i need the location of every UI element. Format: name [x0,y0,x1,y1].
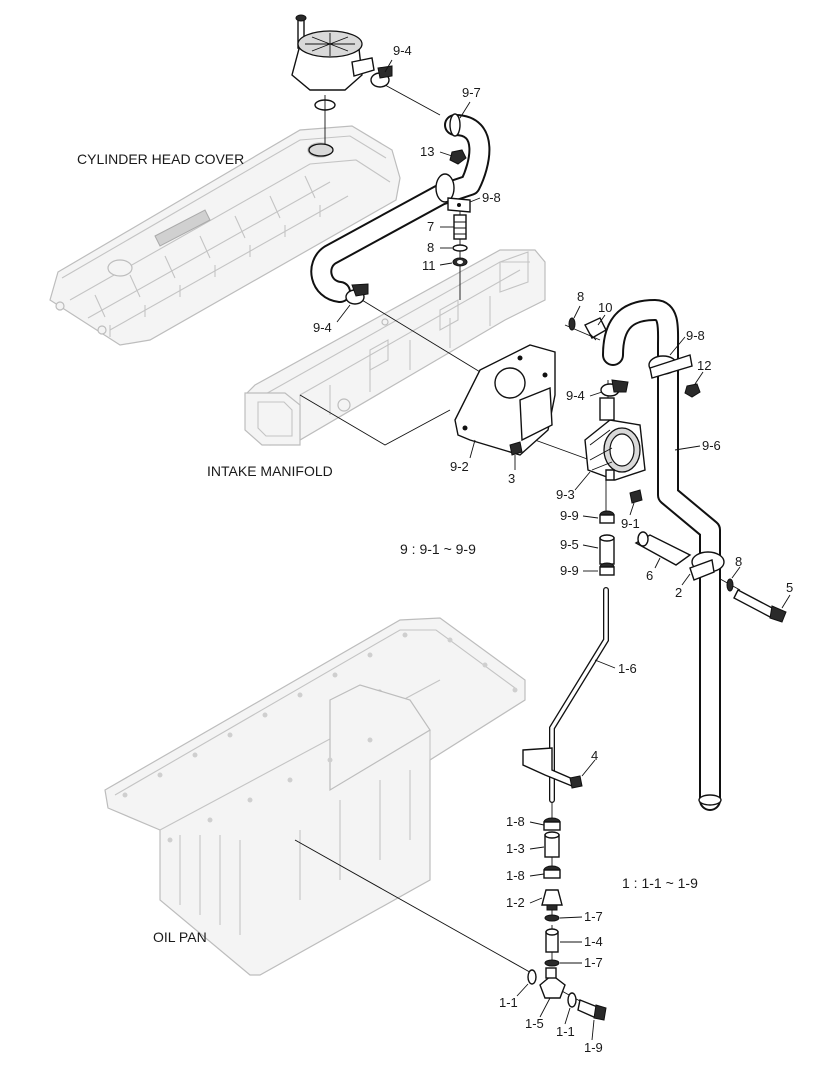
callout-1-1-left: 1-1 [499,995,518,1010]
callout-8-mid: 8 [577,289,584,304]
washer-8-upper [452,244,468,252]
callout-8-lower: 8 [735,554,742,569]
callout-9-1: 9-1 [621,516,640,531]
hose-9-5 [599,534,615,565]
callout-9-4-left: 9-4 [313,320,332,335]
callout-3: 3 [508,471,515,486]
callout-6: 6 [646,568,653,583]
clamp-1-7-upper [544,914,560,922]
hose-1-8-lower [543,865,561,879]
callout-9-6: 9-6 [702,438,721,453]
hose-clamp-9-4-left [345,283,369,305]
callout-1-3: 1-3 [506,841,525,856]
hose-bracket-9-8-upper [435,173,471,213]
hose-9-6 [602,299,722,811]
callout-1-2: 1-2 [506,895,525,910]
callout-9-5: 9-5 [560,537,579,552]
callout-9-8-right: 9-8 [686,328,705,343]
callout-1-4: 1-4 [584,934,603,949]
callout-8-upper: 8 [427,240,434,255]
plug-bolt-1-9 [577,999,607,1021]
callout-9-7: 9-7 [462,85,481,100]
gasket-1-1-right [567,992,577,1008]
callout-7: 7 [427,219,434,234]
fitting-10 [584,317,607,341]
washer-8-mid [568,317,576,331]
callout-1-6: 1-6 [618,661,637,676]
spacer-rod-6 [634,531,692,566]
callout-9-4-mid: 9-4 [566,388,585,403]
spacer-7 [453,214,467,240]
label-oil-pan: OIL PAN [153,929,207,945]
hose-9-7 [310,113,491,303]
callout-1-7-lower: 1-7 [584,955,603,970]
gasket-1-1-left [527,969,537,985]
callout-1-8-upper: 1-8 [506,814,525,829]
nut-11 [452,257,468,267]
callout-9-8-upper: 9-8 [482,190,501,205]
hose-clamp-9-4-mid [600,379,629,397]
hose-1-3 [544,831,560,858]
intake-manifold-drawing [244,249,546,446]
callout-4: 4 [591,748,598,763]
clamp-1-7-lower [544,959,560,967]
callout-9-2: 9-2 [450,459,469,474]
callout-1-8-lower: 1-8 [506,868,525,883]
callout-10: 10 [598,300,612,315]
clamp-2 [689,551,725,581]
label-cylinder-head-cover: CYLINDER HEAD COVER [77,151,244,167]
oil-separator-9-3 [584,397,646,481]
callout-12: 12 [697,358,711,373]
mounting-plate-9-2 [454,344,556,456]
drain-pipe-1-6 [549,587,609,803]
hose-bracket-9-8-right [648,354,693,379]
tee-fitting-1-5 [539,967,566,999]
bolt-5 [733,589,787,623]
bolt-9-1 [629,489,643,504]
oil-pan-drawing [104,617,526,976]
callout-1-9: 1-9 [584,1040,603,1055]
callout-2: 2 [675,585,682,600]
washer-8-lower [726,578,734,592]
pipe-bracket-4 [522,747,583,789]
nut-13 [449,149,467,165]
hose-1-4 [545,928,559,953]
hose-9-9-lower [599,562,615,576]
group-1-note: 1 : 1-1 ~ 1-9 [622,875,698,891]
label-intake-manifold: INTAKE MANIFOLD [207,463,333,479]
callout-5: 5 [786,580,793,595]
nut-12 [684,383,701,398]
bolt-3 [509,441,523,456]
callout-13: 13 [420,144,434,159]
callout-leaders [336,59,791,1041]
check-valve-1-2 [541,889,563,911]
hose-9-9-upper [599,510,615,524]
callout-1-1-right: 1-1 [556,1024,575,1039]
callout-11: 11 [422,258,436,273]
group-9-note: 9 : 9-1 ~ 9-9 [400,541,476,557]
callout-9-9-lower: 9-9 [560,563,579,578]
breather-cap [291,14,375,157]
callout-9-9-upper: 9-9 [560,508,579,523]
callout-1-5: 1-5 [525,1016,544,1031]
callout-numbers: 9-4 9-7 13 9-8 7 8 11 9-4 8 10 9-8 12 9-… [313,43,793,1055]
callout-1-7-upper: 1-7 [584,909,603,924]
hose-1-8-upper [543,817,561,831]
callout-9-4-top: 9-4 [393,43,412,58]
callout-9-3: 9-3 [556,487,575,502]
